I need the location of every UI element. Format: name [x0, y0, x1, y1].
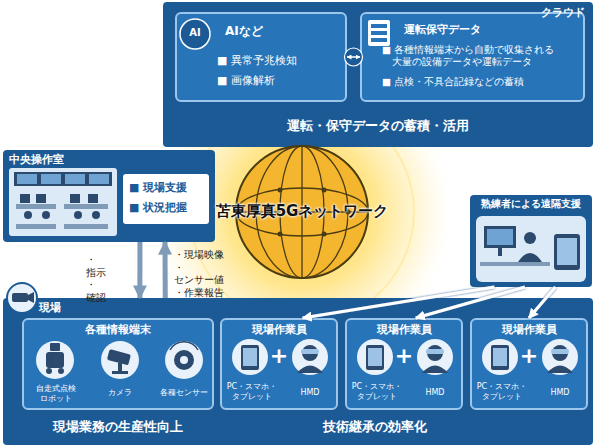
- network-circle: 苫東厚真5Gネットワーク: [212, 142, 392, 282]
- worker-box: 現場作業員 PC・スマホ・ タブレット + HMD: [345, 318, 463, 410]
- box-text: ■ 状況把握: [129, 201, 205, 215]
- box-text: ■ 点検・不具合記録などの蓄積: [382, 76, 582, 88]
- box-heading: AIなど: [225, 24, 335, 39]
- box-heading: 現場作業員: [472, 323, 586, 337]
- box-text: ■ 各種情報端末から自動で収集される 大量の設備データや運転データ: [382, 44, 582, 68]
- support-box: ■ 現場支援 ■ 状況把握: [123, 174, 209, 224]
- icon-label: AI: [183, 27, 207, 40]
- terminal-box: 各種情報端末自走式点検 ロボット カメラ 各種センサー: [22, 318, 214, 410]
- ai-box: AIなど ■ 異常予兆検知 ■ 画像解析: [175, 12, 347, 102]
- remote-support-panel: 熟練者による遠隔支援: [470, 195, 592, 287]
- box-heading: 現場: [39, 301, 99, 315]
- data-box: 運転保守データ ■ 各種情報端末から自動で収集される 大量の設備データや運転データ…: [360, 12, 585, 102]
- box-text: PC・スマホ・ タブレット: [474, 382, 530, 402]
- box-text: +: [514, 342, 544, 370]
- box-text: ■ 画像解析: [217, 74, 342, 88]
- box-text: 各種センサー: [156, 388, 212, 398]
- box-heading: 現場作業員: [347, 323, 461, 337]
- box-heading: 各種情報端末: [24, 323, 212, 337]
- arrow-connector: [137, 242, 142, 298]
- box-text: 現場業務の生産性向上: [22, 419, 214, 435]
- cloud-panel: クラウド運転・保守データの蓄積・活用 AIなど ■ 異常予兆検知 ■ 画像解析 運転保守…: [163, 2, 593, 147]
- box-text: PC・スマホ・ タブレット: [224, 382, 280, 402]
- box-text: HMD: [538, 388, 582, 398]
- edge-label: ・現場映像 ・センサー値 ・作業報告: [174, 249, 224, 299]
- site-band: 現場現場業務の生産性向上技術継承の効率化各種情報端末自走式点検 ロボットカメラ各…: [3, 298, 593, 445]
- box-text: HMD: [413, 388, 457, 398]
- worker-box: 現場作業員 PC・スマホ・ タブレット + HMD: [220, 318, 338, 410]
- box-text: 自走式点検 ロボット: [35, 384, 77, 404]
- box-text: 技術継承の効率化: [220, 419, 530, 435]
- control-room-panel: 中央操作室 ■ 現場支援 ■ 状況把握: [3, 150, 215, 242]
- worker-box: 現場作業員 PC・スマホ・ タブレット + HMD: [470, 318, 588, 410]
- box-text: カメラ: [98, 388, 142, 398]
- box-text: HMD: [288, 388, 332, 398]
- box-heading: 中央操作室: [9, 153, 109, 167]
- arrow-connector: [162, 242, 167, 298]
- box-heading: 熟練者による遠隔支援: [472, 198, 590, 211]
- box-heading: 運転保守データ: [404, 23, 574, 37]
- box-heading: 現場作業員: [222, 323, 336, 337]
- box-heading: クラウド: [463, 6, 585, 20]
- box-text: +: [389, 342, 419, 370]
- box-text: +: [264, 342, 294, 370]
- edge-label: ・指示 ・確認: [86, 254, 106, 304]
- box-text: ■ 異常予兆検知: [217, 54, 342, 68]
- box-text: PC・スマホ・ タブレット: [349, 382, 405, 402]
- box-text: 運転・保守データの蓄積・活用: [163, 118, 593, 134]
- box-heading: ■ 現場支援: [129, 181, 205, 195]
- box-heading: 苫東厚真5Gネットワーク: [202, 202, 402, 221]
